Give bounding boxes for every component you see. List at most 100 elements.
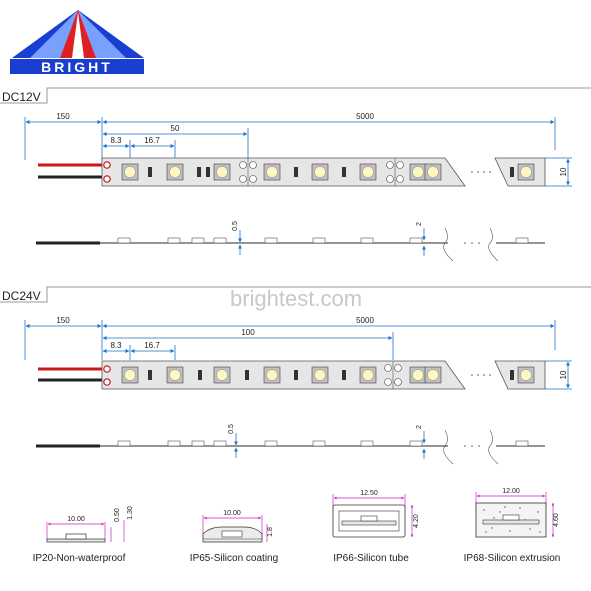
ip20-dim-b: 1.30	[127, 506, 134, 520]
ip66-label: IP66-Silicon tube	[333, 553, 409, 564]
component-profile	[515, 440, 529, 447]
component-profile	[409, 237, 423, 244]
solder-pad	[103, 365, 111, 373]
ip68-width-dim: 12.00	[502, 488, 520, 495]
solder-pad	[239, 161, 247, 169]
solder-pad	[386, 161, 394, 169]
section-dc24v: DC24V 150 5000 100 8.3 16.7 10	[0, 286, 591, 465]
led-chip	[121, 163, 139, 181]
dc12v-strip-thickness-dim: 2	[416, 222, 423, 226]
dc12v-segment-dim: 50	[171, 124, 180, 133]
resistor	[342, 167, 346, 177]
ip66-width-dim: 12.50	[360, 490, 378, 497]
section-dc12v-border	[0, 87, 591, 104]
solder-pad	[396, 175, 404, 183]
resistor	[294, 370, 298, 380]
dc12v-pitch-b-dim: 16.7	[144, 136, 160, 145]
led-chip	[213, 366, 231, 384]
solder-pad	[386, 175, 394, 183]
dc12v-continuation-dots	[471, 171, 491, 173]
led-chip	[359, 366, 377, 384]
dc24v-break-mark	[443, 429, 499, 465]
ip68-dim-a: 4.60	[553, 513, 560, 527]
dc24v-segment-dim: 100	[241, 328, 255, 337]
dc12v-thickness-dim: 0.5	[232, 221, 239, 231]
ip65-dim-a: 1.8	[267, 527, 274, 537]
component-profile	[515, 237, 529, 244]
dc12v-side-view: 0.5 2	[36, 221, 545, 262]
ip-types: 10.00 0.50 1.30 IP20-Non-waterproof 10.0…	[33, 488, 561, 564]
resistor	[342, 370, 346, 380]
dc24v-side-view: 0.5 2	[36, 424, 545, 465]
led-chip	[121, 366, 139, 384]
dc12v-total-dim: 5000	[356, 112, 374, 121]
led-chip	[166, 366, 184, 384]
section-dc12v: DC12V 150 5000 50 8.3 16.7 10	[0, 87, 591, 262]
section-dc24v-label: DC24V	[2, 289, 41, 303]
dc24v-strip-thickness-dim: 2	[416, 425, 423, 429]
resistor	[148, 167, 152, 177]
component-profile	[360, 237, 374, 244]
component-profile	[213, 237, 227, 244]
ip65-width-dim: 10.00	[223, 510, 241, 517]
led-chip	[409, 366, 427, 384]
led-chip	[424, 366, 442, 384]
resistor	[294, 167, 298, 177]
dc12v-wire-dim: 150	[56, 112, 70, 121]
logo-text-plate	[10, 59, 144, 74]
led-chip	[409, 163, 427, 181]
dc24v-pitch-a-dim: 8.3	[110, 341, 122, 350]
dc12v-height-dim: 10	[559, 167, 568, 176]
resistor	[510, 167, 514, 177]
solder-pad	[384, 364, 392, 372]
dc24v-leds	[103, 364, 535, 386]
led-chip	[263, 366, 281, 384]
ip20-led	[65, 533, 87, 540]
solder-pad	[396, 161, 404, 169]
solder-pad	[384, 378, 392, 386]
ip20-width-dim: 10.00	[67, 516, 85, 523]
dc24v-continuation-dots	[471, 374, 491, 376]
led-chip	[311, 163, 329, 181]
dc12v-leds	[103, 161, 535, 183]
led-chip	[166, 163, 184, 181]
ip20-dim-a: 0.50	[114, 508, 121, 522]
ip66-led	[360, 515, 378, 522]
component-profile	[264, 440, 278, 447]
solder-pad	[103, 175, 111, 183]
solder-pad	[103, 161, 111, 169]
led-chip	[213, 163, 231, 181]
solder-pad	[103, 378, 111, 386]
solder-pad	[394, 378, 402, 386]
led-chip	[311, 366, 329, 384]
component-profile	[312, 440, 326, 447]
led-chip	[359, 163, 377, 181]
bright-logo: BRIGHT	[10, 10, 144, 75]
component-profile	[191, 237, 205, 244]
dc24v-height-dim: 10	[559, 370, 568, 379]
component-profile	[167, 440, 181, 447]
dc12v-dimensions	[24, 117, 572, 187]
ip20-diagram: 10.00 0.50 1.30 IP20-Non-waterproof	[33, 506, 134, 564]
dc12v-break-mark	[443, 227, 499, 262]
component-profile	[264, 237, 278, 244]
section-dc12v-label: DC12V	[2, 90, 41, 104]
watermark: brightest.com	[230, 286, 362, 311]
section-dc24v-border	[0, 286, 591, 303]
ip20-label: IP20-Non-waterproof	[33, 553, 126, 564]
component-profile	[167, 237, 181, 244]
component-profile	[117, 237, 131, 244]
resistor	[198, 370, 202, 380]
logo-white-ray	[72, 12, 84, 58]
component-profile	[312, 237, 326, 244]
ip20-pcb	[46, 538, 106, 543]
ip66-diagram: 12.50 4.20 IP66-Silicon tube	[332, 490, 420, 564]
component-profile	[191, 440, 205, 447]
component-profile	[117, 440, 131, 447]
dc24v-pitch-b-dim: 16.7	[144, 341, 160, 350]
ip65-diagram: 10.00 1.8 IP65-Silicon coating	[190, 510, 278, 564]
component-profile	[360, 440, 374, 447]
dc12v-pitch-a-dim: 8.3	[110, 136, 122, 145]
component-profile	[213, 440, 227, 447]
